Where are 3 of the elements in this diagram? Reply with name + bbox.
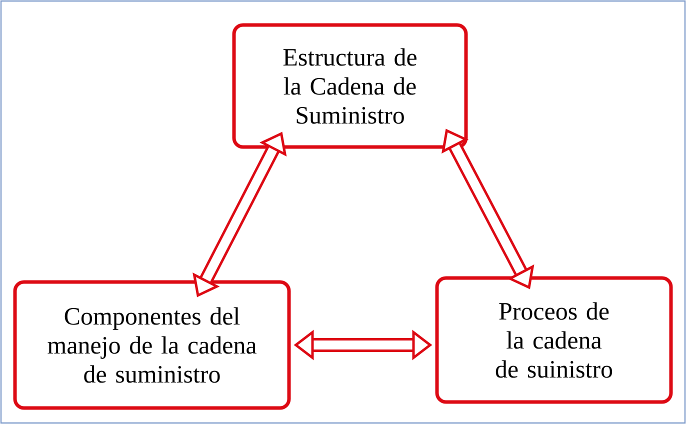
process-box: Estructura de la Cadena de Suministro bbox=[232, 23, 468, 149]
process-box: Componentes del manejo de la cadena de suministro bbox=[13, 280, 291, 410]
process-box: Proceos de la cadena de suinistro bbox=[435, 276, 673, 404]
